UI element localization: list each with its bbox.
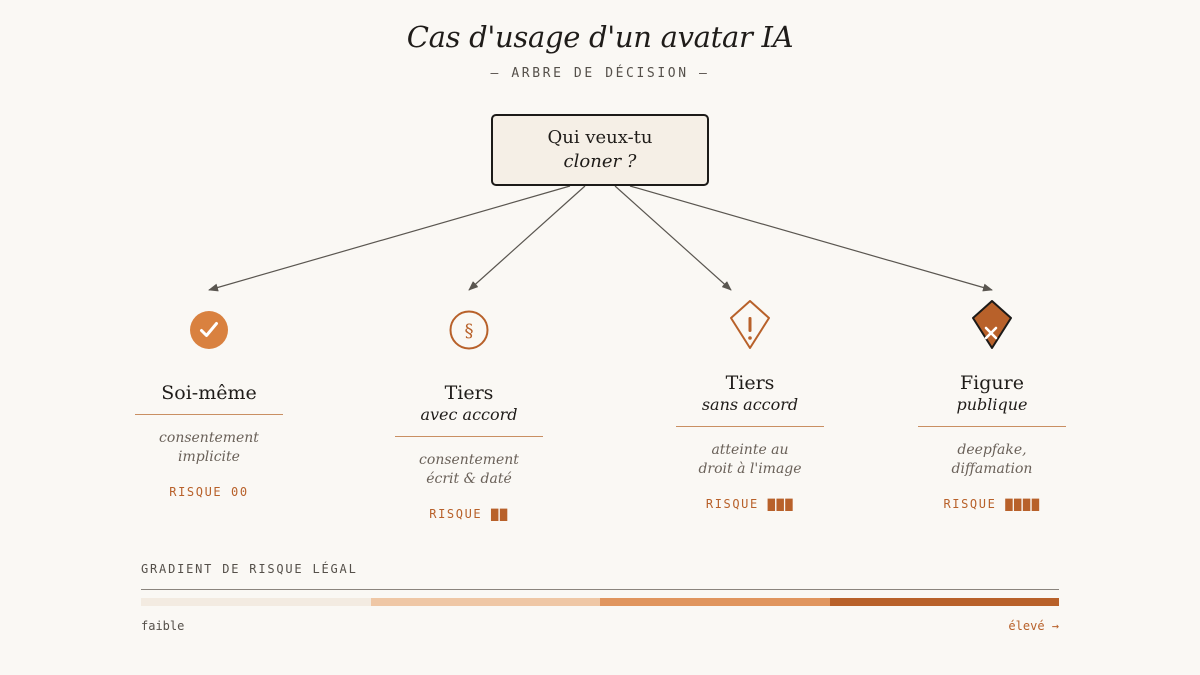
risk-indicator: RISQUE ▇▇ bbox=[429, 507, 509, 521]
branch-description-line2: diffamation bbox=[951, 461, 1033, 477]
branch-description: deepfake, diffamation bbox=[872, 441, 1112, 479]
branch-description-line2: implicite bbox=[178, 449, 240, 465]
arrow-to-figure-publique bbox=[629, 185, 993, 292]
branch-divider bbox=[676, 426, 824, 427]
gradient-rule bbox=[141, 589, 1059, 590]
arrow-to-tiers-sans-accord bbox=[614, 185, 732, 291]
branch-title: Soi-même bbox=[161, 382, 257, 404]
branch-description: atteinte au droit à l'image bbox=[630, 441, 870, 479]
branch-divider bbox=[395, 436, 543, 437]
branch-title: Tiers bbox=[725, 372, 775, 394]
branch-subtitle: sans accord bbox=[701, 395, 799, 414]
branch-description-line1: atteinte au bbox=[711, 442, 789, 458]
branch-title: Tiers bbox=[444, 382, 494, 404]
branch-description-line1: consentement bbox=[159, 430, 259, 446]
branch-title: Figure bbox=[960, 372, 1024, 394]
gradient-high-label: élevé → bbox=[1008, 619, 1059, 633]
diagram-subtitle: — ARBRE DE DÉCISION — bbox=[490, 66, 710, 81]
branch-description: consentement implicite bbox=[89, 429, 329, 467]
branch-description-line2: droit à l'image bbox=[698, 461, 802, 477]
diagram-title: Cas d'usage d'un avatar IA bbox=[406, 20, 794, 54]
gradient-segment-2 bbox=[370, 598, 600, 606]
branch-tiers-sans-accord: Tiers sans accord atteinte au droit à l'… bbox=[630, 300, 870, 511]
gradient-low-label: faible bbox=[141, 619, 185, 633]
root-question-node: Qui veux-tu cloner ? bbox=[491, 114, 709, 186]
svg-text:§: § bbox=[465, 321, 474, 342]
risk-indicator: RISQUE ▇▇▇▇ bbox=[943, 497, 1041, 511]
forbidden-icon bbox=[872, 300, 1112, 360]
risk-indicator: RISQUE ▇▇▇ bbox=[705, 497, 795, 511]
root-question-line2: cloner ? bbox=[563, 151, 637, 172]
branch-tiers-avec-accord: § Tiers avec accord consentement écrit &… bbox=[349, 310, 589, 521]
branch-divider bbox=[918, 426, 1066, 427]
branch-subtitle: avec accord bbox=[420, 405, 518, 424]
check-circle-icon bbox=[89, 310, 329, 370]
branch-soi-meme: Soi-même consentement implicite RISQUE 0… bbox=[89, 310, 329, 499]
gradient-segment-1 bbox=[141, 598, 371, 606]
gradient-label: GRADIENT DE RISQUE LÉGAL bbox=[141, 562, 358, 576]
risk-gradient-bar bbox=[141, 598, 1059, 606]
branch-description: consentement écrit & daté bbox=[349, 451, 589, 489]
branch-figure-publique: Figure publique deepfake, diffamation RI… bbox=[872, 300, 1112, 511]
arrow-to-tiers-avec-accord bbox=[468, 185, 586, 291]
section-sign-icon: § bbox=[349, 310, 589, 370]
branch-description-line2: écrit & daté bbox=[426, 471, 512, 487]
root-question-line1: Qui veux-tu bbox=[547, 127, 653, 148]
branch-description-line1: consentement bbox=[419, 452, 519, 468]
gradient-segment-4 bbox=[829, 598, 1059, 606]
branch-subtitle: publique bbox=[956, 395, 1028, 414]
branch-description-line1: deepfake, bbox=[957, 442, 1027, 458]
branch-divider bbox=[135, 414, 283, 415]
warning-icon bbox=[630, 300, 870, 360]
arrow-to-soi-meme bbox=[208, 185, 571, 292]
risk-indicator: RISQUE 00 bbox=[169, 485, 249, 499]
gradient-segment-3 bbox=[600, 598, 830, 606]
